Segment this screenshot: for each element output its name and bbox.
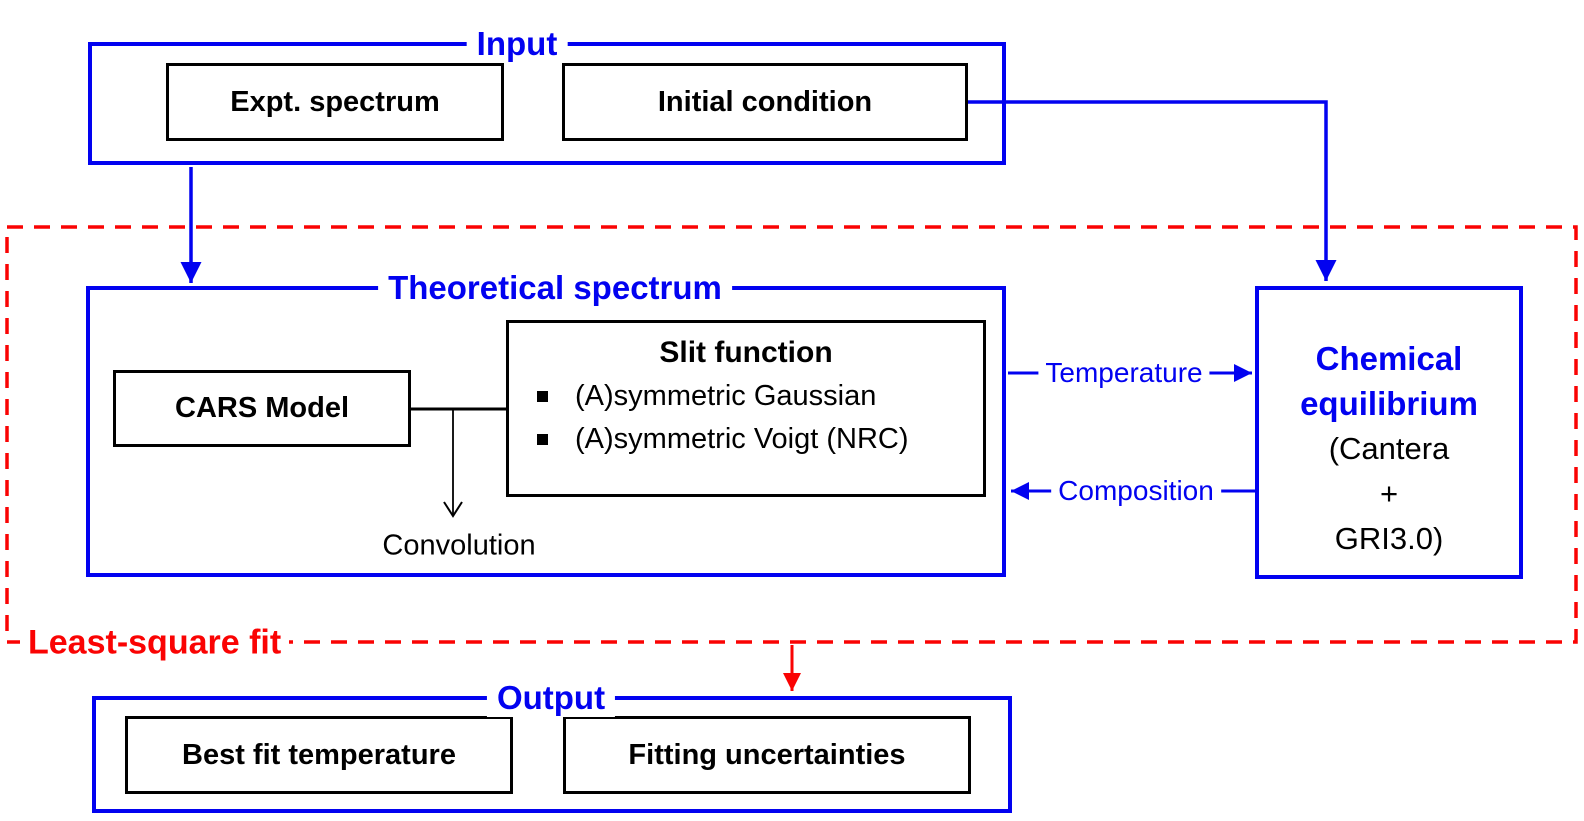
initial-to-chemical-arrow <box>967 100 1337 281</box>
convolution-label: Convolution <box>382 529 536 562</box>
initial-condition-label: Initial condition <box>657 85 873 118</box>
fitting-uncertainties-label: Fitting uncertainties <box>628 738 906 771</box>
slit-option-row: (A)symmetric Voigt (NRC) <box>509 418 983 461</box>
chemical-equilibrium-box: Chemical equilibrium (Cantera + GRI3.0) <box>1255 286 1523 579</box>
theoretical-spectrum-group-label: Theoretical spectrum <box>378 269 732 307</box>
chemical-equilibrium-subtitle-line-1: (Cantera <box>1328 431 1450 466</box>
slit-function-box: Slit function (A)symmetric Gaussian (A)s… <box>506 320 986 497</box>
slit-option-row: (A)symmetric Gaussian <box>509 375 983 418</box>
composition-connector-label: Composition <box>1051 475 1221 507</box>
bullet-square-icon <box>537 391 548 402</box>
chemical-equilibrium-subtitle-line-3: GRI3.0) <box>1334 521 1444 556</box>
slit-option-gaussian: (A)symmetric Gaussian <box>575 380 877 412</box>
expt-spectrum-label: Expt. spectrum <box>230 85 440 118</box>
output-group-label: Output <box>486 679 616 717</box>
best-fit-temperature-label: Best fit temperature <box>182 738 456 771</box>
input-group-label: Input <box>466 25 568 63</box>
slit-option-voigt: (A)symmetric Voigt (NRC) <box>575 423 909 455</box>
cars-model-box: CARS Model <box>113 370 411 447</box>
temperature-connector-label: Temperature <box>1038 357 1210 389</box>
fitting-uncertainties-box: Fitting uncertainties <box>563 716 971 794</box>
chemical-equilibrium-title-line-2: equilibrium <box>1300 385 1478 422</box>
cars-model-label: CARS Model <box>175 392 349 424</box>
slit-function-title: Slit function <box>659 336 833 369</box>
chemical-equilibrium-title-line-1: Chemical <box>1315 340 1463 377</box>
initial-condition-box: Initial condition <box>562 63 968 141</box>
best-fit-temperature-box: Best fit temperature <box>125 716 513 794</box>
bullet-square-icon <box>537 434 548 445</box>
expt-spectrum-box: Expt. spectrum <box>166 63 504 141</box>
chemical-equilibrium-subtitle-line-2: + <box>1379 476 1399 511</box>
least-square-fit-label: Least-square fit <box>20 623 290 663</box>
